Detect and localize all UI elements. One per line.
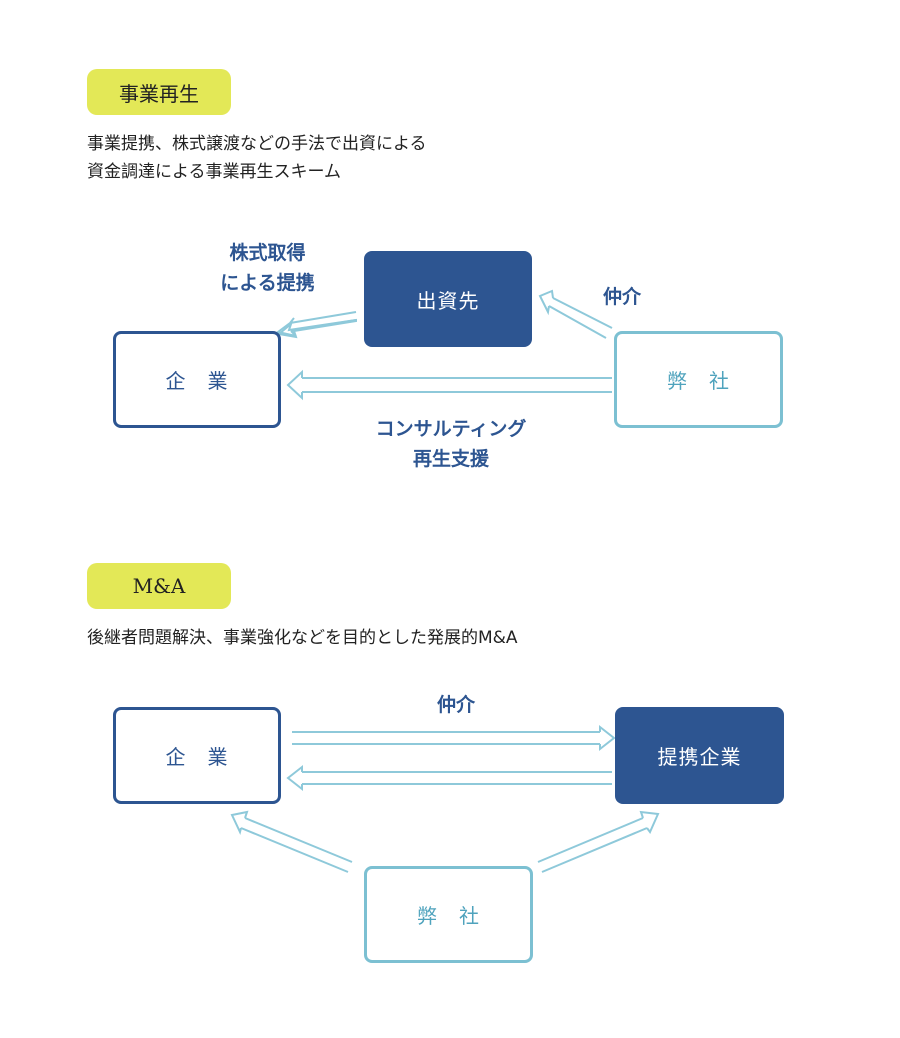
- section-badge-restructuring: 事業再生: [87, 69, 231, 115]
- box-company: 企 業: [113, 707, 281, 804]
- label-line: コンサルティング: [375, 418, 527, 440]
- arrow-firm-to-company-diagonal: [230, 810, 353, 873]
- section-badge-ma: M&A: [87, 563, 231, 609]
- box-our-firm: 弊 社: [614, 331, 783, 428]
- arrow-investor-to-company: [275, 311, 357, 337]
- box-investor: 出資先: [364, 251, 532, 347]
- arrow-firm-to-investor: [538, 289, 613, 339]
- label-mediation: 仲介: [436, 694, 475, 716]
- label-line: 株式取得: [229, 242, 306, 264]
- arrow-firm-to-company: [286, 369, 612, 401]
- box-our-firm: 弊 社: [364, 866, 533, 963]
- section-description: 事業提携、株式譲渡などの手法で出資による 資金調達による事業再生スキーム: [87, 130, 427, 186]
- description-line: 資金調達による事業再生スキーム: [87, 162, 341, 182]
- label-mediation: 仲介: [602, 286, 641, 308]
- label-consulting: コンサルティング 再生支援: [340, 414, 562, 474]
- arrow-firm-to-partner-diagonal: [537, 810, 660, 873]
- label-stock-acquisition: 株式取得 による提携: [205, 238, 330, 298]
- label-line: による提携: [220, 272, 315, 294]
- box-company: 企 業: [113, 331, 281, 428]
- arrow-company-to-partner: [292, 724, 616, 752]
- section-description: 後継者問題解決、事業強化などを目的とした発展的M&A: [87, 628, 518, 648]
- arrow-partner-to-company: [286, 764, 612, 792]
- description-line: 事業提携、株式譲渡などの手法で出資による: [87, 134, 427, 154]
- label-line: 再生支援: [412, 448, 489, 470]
- box-partner-company: 提携企業: [615, 707, 784, 804]
